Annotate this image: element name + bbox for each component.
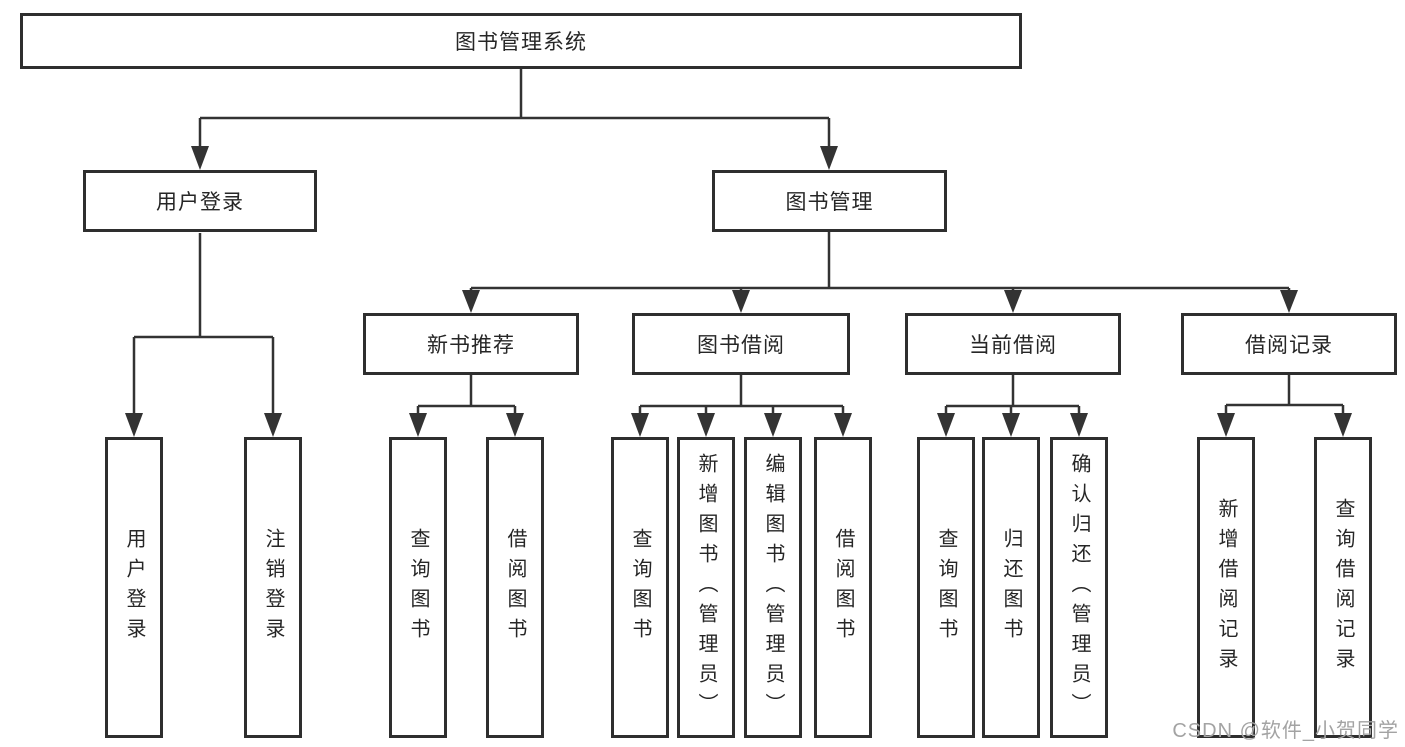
leaf-user-login-label: 用户登录: [123, 527, 145, 648]
leaf-return-books: 归还图书: [982, 437, 1040, 738]
leaf-borrow-books-b-label: 借阅图书: [832, 527, 854, 648]
leaf-confirm-return-admin: 确认归还（管理员）: [1050, 437, 1108, 738]
leaf-add-books-admin: 新增图书（管理员）: [677, 437, 735, 738]
node-borrowing-records: 借阅记录: [1181, 313, 1397, 375]
leaf-borrow-books-a: 借阅图书: [486, 437, 544, 738]
leaf-return-books-label: 归还图书: [1000, 527, 1022, 648]
node-current-borrowing: 当前借阅: [905, 313, 1121, 375]
leaf-borrow-books-b: 借阅图书: [814, 437, 872, 738]
leaf-query-books-c-label: 查询图书: [935, 527, 957, 648]
leaf-query-books-b: 查询图书: [611, 437, 669, 738]
leaf-query-books-b-label: 查询图书: [629, 527, 651, 648]
node-user-login-label: 用户登录: [156, 191, 244, 214]
leaf-logout-label: 注销登录: [262, 527, 284, 648]
leaf-add-borrow-record: 新增借阅记录: [1197, 437, 1255, 738]
node-root: 图书管理系统: [20, 13, 1022, 69]
leaf-edit-books-admin-label: 编辑图书（管理员）: [762, 452, 784, 723]
node-book-borrowing-label: 图书借阅: [697, 334, 785, 357]
leaf-user-login: 用户登录: [105, 437, 163, 738]
leaf-edit-books-admin: 编辑图书（管理员）: [744, 437, 802, 738]
leaf-query-books-a: 查询图书: [389, 437, 447, 738]
csdn-watermark: CSDN @软件_小贺同学: [1172, 720, 1399, 742]
leaf-add-borrow-record-label: 新增借阅记录: [1215, 497, 1237, 678]
node-book-management: 图书管理: [712, 170, 947, 232]
arrowheads: [125, 146, 1352, 437]
leaf-query-books-c: 查询图书: [917, 437, 975, 738]
node-borrowing-records-label: 借阅记录: [1245, 334, 1333, 357]
node-root-label: 图书管理系统: [455, 31, 587, 54]
node-new-book-recommend-label: 新书推荐: [427, 334, 515, 357]
node-book-management-label: 图书管理: [785, 191, 874, 214]
leaf-confirm-return-admin-label: 确认归还（管理员）: [1068, 452, 1090, 723]
leaf-query-borrow-record: 查询借阅记录: [1314, 437, 1372, 738]
node-book-borrowing: 图书借阅: [632, 313, 850, 375]
leaf-query-books-a-label: 查询图书: [407, 527, 429, 648]
node-user-login: 用户登录: [83, 170, 317, 232]
leaf-logout: 注销登录: [244, 437, 302, 738]
leaf-borrow-books-a-label: 借阅图书: [504, 527, 526, 648]
leaf-add-books-admin-label: 新增图书（管理员）: [695, 452, 717, 723]
node-current-borrowing-label: 当前借阅: [969, 334, 1057, 357]
leaf-query-borrow-record-label: 查询借阅记录: [1332, 497, 1354, 678]
node-new-book-recommend: 新书推荐: [363, 313, 579, 375]
